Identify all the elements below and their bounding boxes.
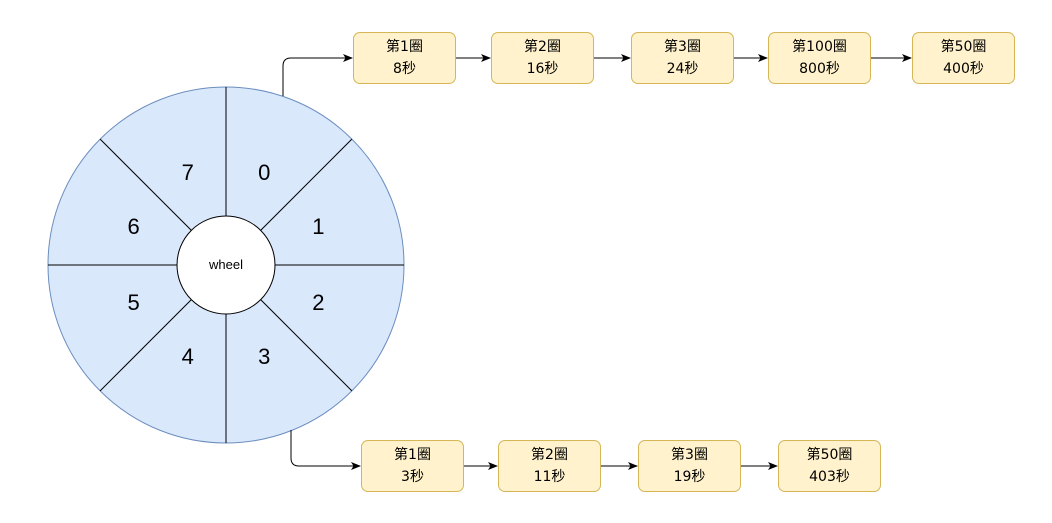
wheel-divider (99, 138, 192, 231)
slot-label-6: 6 (127, 213, 140, 239)
task-round: 第3圈 (671, 447, 708, 463)
task-time: 800秒 (799, 61, 840, 77)
task-round: 第50圈 (940, 39, 987, 55)
task-round: 第1圈 (394, 447, 431, 463)
task-round: 第3圈 (664, 39, 701, 55)
wheel-divider (99, 299, 192, 392)
wheel-divider (260, 299, 353, 392)
slot-label-2: 2 (312, 290, 325, 316)
slot-label-0: 0 (258, 159, 271, 185)
slot-label-1: 1 (312, 213, 325, 239)
task-node: 第50圈 400秒 (912, 32, 1015, 84)
slot0-link-arrow (282, 54, 353, 96)
slot-label-4: 4 (181, 344, 194, 370)
wheel-hub (176, 215, 276, 315)
slot-label-3: 3 (258, 344, 271, 370)
task-node: 第50圈 403秒 (778, 440, 881, 492)
task-time: 19秒 (673, 469, 706, 485)
wheel (47, 86, 405, 444)
slot-label-5: 5 (127, 290, 140, 316)
wheel-divider (260, 138, 353, 231)
task-round: 第2圈 (531, 447, 568, 463)
task-time: 400秒 (943, 61, 984, 77)
task-time: 16秒 (526, 61, 559, 77)
task-round: 第50圈 (806, 447, 853, 463)
task-round: 第1圈 (386, 39, 423, 55)
task-time: 3秒 (401, 469, 424, 485)
slot3-link-arrow (290, 430, 361, 470)
task-node: 第100圈 800秒 (768, 32, 871, 84)
task-time: 403秒 (809, 469, 850, 485)
connectors (282, 54, 912, 470)
task-round: 第100圈 (792, 39, 847, 55)
wheel-hub-label: wheel (209, 257, 243, 272)
task-time: 8秒 (393, 61, 416, 77)
slot-label-7: 7 (181, 159, 194, 185)
task-time: 11秒 (533, 469, 566, 485)
task-time: 24秒 (666, 61, 699, 77)
task-round: 第2圈 (524, 39, 561, 55)
